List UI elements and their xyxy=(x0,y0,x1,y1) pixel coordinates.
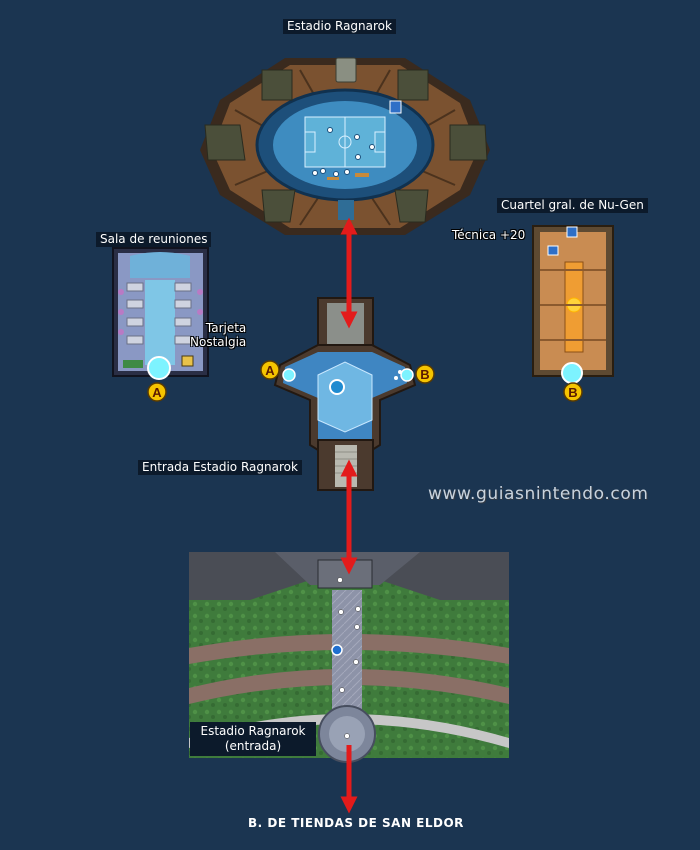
label-destination: B. DE TIENDAS DE SAN ELDOR xyxy=(248,816,464,830)
label-stadium: Estadio Ragnarok xyxy=(283,19,396,34)
marker-b-hub: B xyxy=(415,364,435,384)
label-outside: Estadio Ragnarok (entrada) xyxy=(190,722,316,756)
stadium-area xyxy=(200,57,490,235)
meeting-room-area xyxy=(112,247,209,380)
label-technique: Técnica +20 xyxy=(452,228,526,242)
marker-a-hub: A xyxy=(260,360,280,380)
svg-text:B: B xyxy=(568,385,577,400)
marker-a-meeting: A xyxy=(147,382,167,402)
label-meeting-room: Sala de reuniones xyxy=(96,232,212,247)
map-marker-icon xyxy=(389,100,402,114)
svg-text:B: B xyxy=(420,367,429,382)
label-entrance: Entrada Estadio Ragnarok xyxy=(138,460,302,475)
svg-text:A: A xyxy=(152,385,162,400)
watermark: www.guiasnintendo.com xyxy=(428,484,649,504)
headquarters-area xyxy=(532,225,614,384)
svg-text:A: A xyxy=(265,363,275,378)
label-card: Tarjeta Nostalgia xyxy=(190,321,247,349)
marker-b-hq: B xyxy=(563,382,583,402)
label-headquarters: Cuartel gral. de Nu-Gen xyxy=(497,198,648,213)
